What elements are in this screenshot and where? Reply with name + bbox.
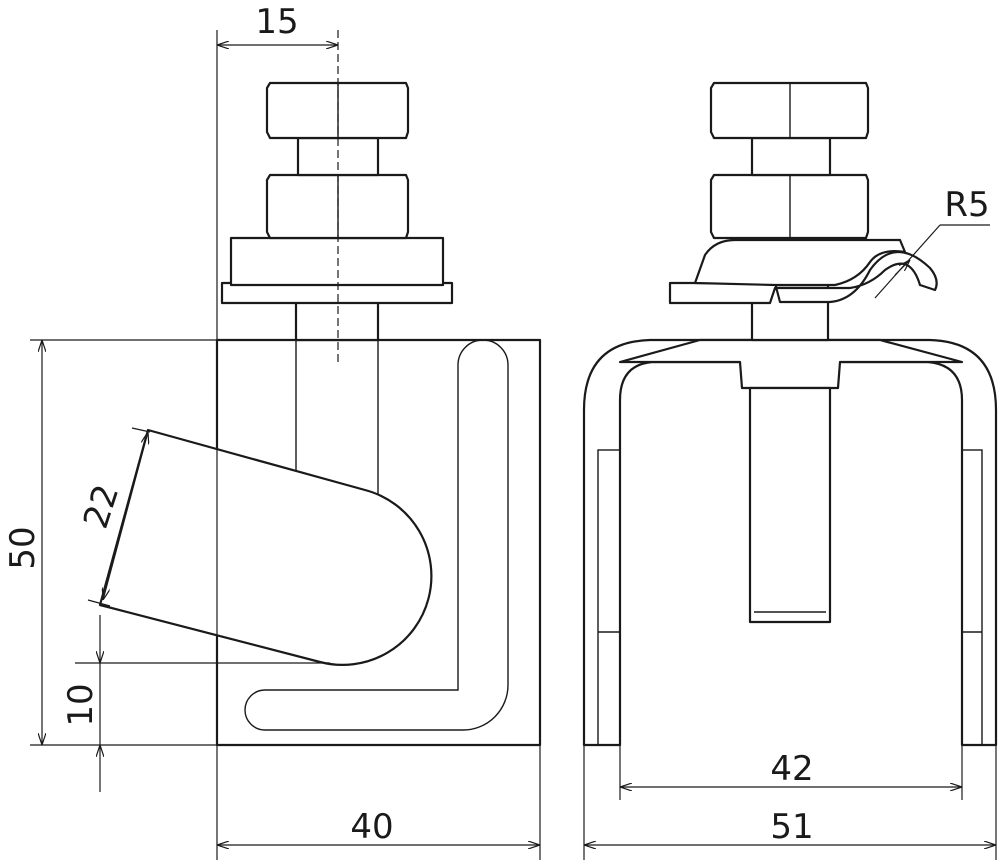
front-rod-mid xyxy=(750,136,832,177)
label-42: 42 xyxy=(770,749,813,789)
front-right-rail xyxy=(961,449,983,746)
front-left-rail xyxy=(597,449,621,746)
dimension-lines xyxy=(30,30,997,860)
side-view xyxy=(98,30,542,747)
label-40: 40 xyxy=(350,807,393,847)
side-washer xyxy=(229,236,445,287)
label-r5: R5 xyxy=(944,185,989,225)
side-inserted-plate xyxy=(98,428,433,666)
dim-line-22 xyxy=(103,432,148,600)
label-22: 22 xyxy=(76,480,127,534)
label-10: 10 xyxy=(61,683,101,726)
front-hook-clip xyxy=(668,250,938,305)
label-15: 15 xyxy=(255,2,298,42)
front-view xyxy=(582,81,998,747)
front-u-bracket xyxy=(582,338,998,747)
side-l-slot xyxy=(244,339,509,731)
front-hook-plate xyxy=(693,238,907,287)
label-51: 51 xyxy=(770,807,813,847)
front-saddle xyxy=(618,338,964,390)
label-50: 50 xyxy=(3,526,43,569)
front-rod xyxy=(748,386,832,624)
